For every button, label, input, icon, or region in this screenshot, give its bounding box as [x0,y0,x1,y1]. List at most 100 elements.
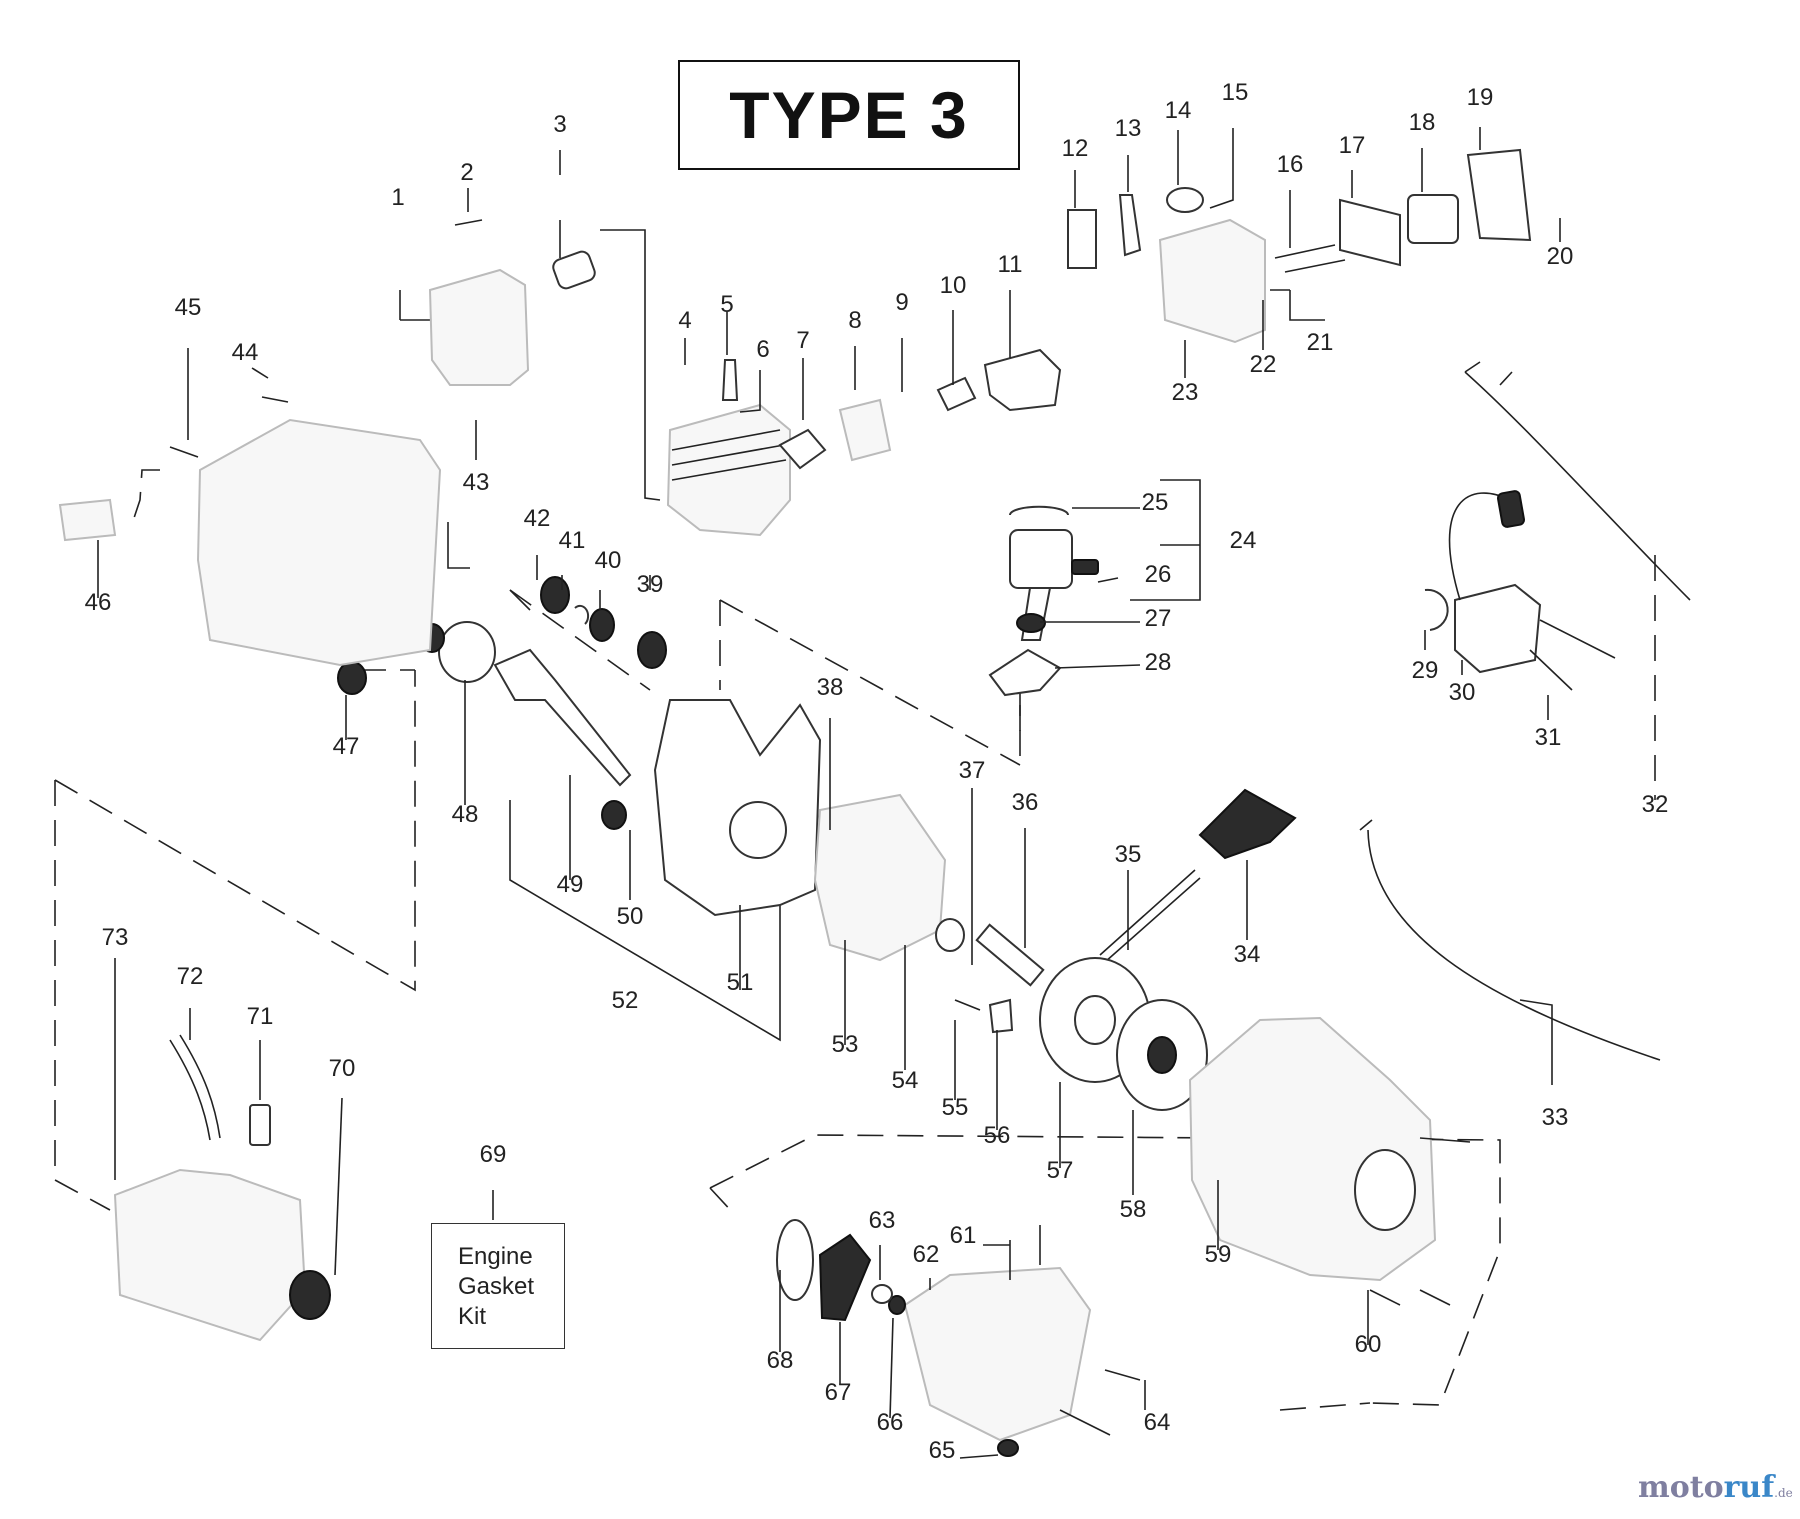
callout-10: 10 [940,272,967,299]
crankcase-bore [729,801,787,859]
callout-41: 41 [559,527,586,554]
spark-screen [552,250,596,290]
pulley-hub [1074,995,1116,1045]
throttle-cable [1359,819,1661,1061]
callout-29: 29 [1412,657,1439,684]
clip-46 [58,498,117,542]
spring-center [1147,1036,1177,1074]
callout-36: 36 [1012,789,1039,816]
type-title: TYPE 3 [729,78,969,152]
clip-41 [574,604,590,625]
callout-26: 26 [1145,561,1172,588]
gasket-28 [988,648,1062,697]
callout-61: 61 [950,1222,977,1249]
callout-39: 39 [637,571,664,598]
callout-12: 12 [1062,135,1089,162]
callout-22: 22 [1250,351,1277,378]
bolts-31 [1529,619,1616,691]
lever-13 [1118,194,1142,257]
brand-watermark: motoruf.de [1638,1470,1793,1505]
callout-21: 21 [1307,329,1334,356]
ignition-module [1454,583,1542,674]
callout-67: 67 [825,1379,852,1406]
callout-35: 35 [1115,841,1142,868]
bearing-39 [637,631,667,669]
o-ring [438,621,496,683]
callout-57: 57 [1047,1157,1074,1184]
piston-ring [1009,505,1069,516]
screw-55 [954,999,981,1011]
starter-rope [1099,869,1201,963]
bolts-group [1009,1137,1471,1436]
callout-47: 47 [333,733,360,760]
fitting-71 [249,1104,271,1146]
callout-37: 37 [959,757,986,784]
callout-19: 19 [1467,84,1494,111]
callout-60: 60 [1355,1331,1382,1358]
bracket-29 [1424,588,1449,631]
filter-screen [1339,198,1401,267]
callout-62: 62 [913,1241,940,1268]
callout-18: 18 [1409,109,1436,136]
intake-adaptor [838,398,892,462]
callout-72: 72 [177,963,204,990]
nut-66 [888,1295,906,1315]
callout-54: 54 [892,1067,919,1094]
wrist-pin [1071,559,1099,575]
shaft-37 [975,923,1045,987]
fuel-line [169,1034,221,1141]
callout-24: 24 [1230,527,1257,554]
housing-port [1354,1149,1416,1231]
callout-59: 59 [1205,1241,1232,1268]
callout-66: 66 [877,1409,904,1436]
intake-gasket [778,428,827,470]
nut-50 [601,800,627,830]
washer-63 [871,1284,893,1304]
callout-38: 38 [817,674,844,701]
brand-suffix: .de [1774,1486,1793,1500]
callout-68: 68 [767,1347,794,1374]
callout-7: 7 [796,327,809,354]
filter-cover [1466,148,1532,242]
disc-68 [776,1219,814,1301]
brand-accent: ruf [1723,1470,1775,1505]
callout-58: 58 [1120,1196,1147,1223]
callout-3: 3 [553,111,566,138]
kit-line-3: Kit [458,1303,487,1330]
callout-28: 28 [1145,649,1172,676]
grouping-lines [54,220,1656,1411]
callout-6: 6 [756,336,769,363]
seal-47 [337,661,367,695]
callout-34: 34 [1234,941,1261,968]
callout-65: 65 [929,1437,956,1464]
callout-8: 8 [848,307,861,334]
callout-73: 73 [102,924,129,951]
screws-44-45 [169,396,289,458]
callout-31: 31 [1535,724,1562,751]
callout-63: 63 [869,1207,896,1234]
parts [58,148,1691,1457]
callout-46: 46 [85,589,112,616]
type-title-box: TYPE 3 [678,60,1020,170]
bearing-42 [540,576,570,614]
callout-14: 14 [1165,97,1192,124]
callout-40: 40 [595,547,622,574]
callout-69: 69 [480,1141,507,1168]
clutch-shoe [818,1233,872,1322]
leader-lines [97,127,1561,1459]
callout-71: 71 [247,1003,274,1030]
callout-13: 13 [1115,115,1142,142]
callout-1: 1 [391,184,404,211]
callout-23: 23 [1172,379,1199,406]
plate-12 [1067,209,1097,269]
callout-32: 32 [1642,791,1669,818]
callout-70: 70 [329,1055,356,1082]
callout-64: 64 [1144,1409,1171,1436]
piston [1009,529,1073,589]
ground-wire [1464,361,1691,601]
callout-55: 55 [942,1094,969,1121]
rod-bearing [1016,613,1046,633]
callout-52: 52 [612,987,639,1014]
callout-53: 53 [832,1031,859,1058]
